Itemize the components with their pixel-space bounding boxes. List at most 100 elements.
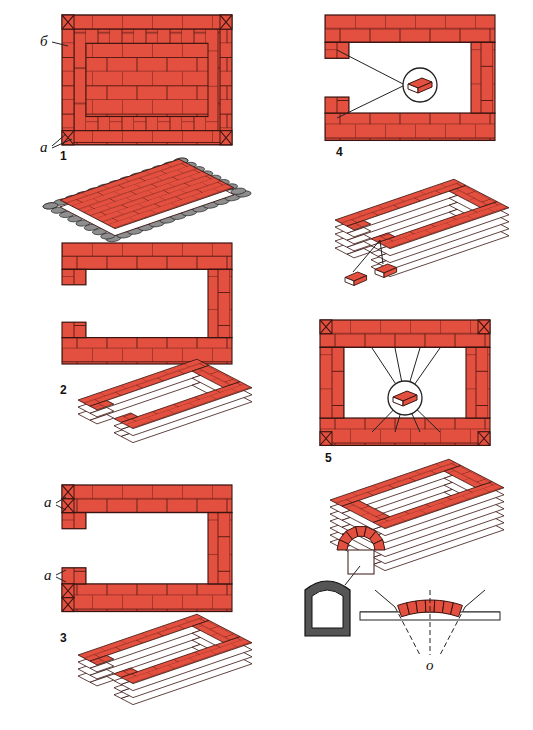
iso-view [335,179,509,276]
plan-view [62,485,232,612]
brick-wall [371,233,395,242]
brick-wall [121,382,252,429]
brick-wall [121,637,252,684]
brick-wall [208,513,232,584]
corner-brick [62,598,74,612]
inset-circle [388,381,422,415]
brick-wall [444,465,492,487]
figure-number: 3 [60,632,67,644]
arch-brick [416,600,426,613]
brick-course [335,179,509,248]
arch-brick [374,540,385,550]
brick-wall [90,676,114,685]
brick-wall [62,513,86,529]
corner-brick [62,598,74,612]
figure-number: 1 [60,150,67,162]
figure-number: 2 [60,384,67,396]
brick-wall [347,234,371,243]
plan-view [62,243,232,364]
brick-wall [347,227,371,236]
corner-brick [220,15,232,29]
slab [86,43,208,116]
brick-icon [393,397,403,406]
brick-wall [347,241,371,250]
brick-wall [90,662,114,671]
corner-brick [220,131,232,145]
brick-wall [378,209,509,256]
brick-course [78,614,252,683]
brick-wall [320,418,490,445]
callout-letter: а [44,495,52,510]
brick-wall [62,269,86,284]
figure-number: 4 [336,146,343,158]
brick-wall [342,500,390,522]
brick-wall [121,389,252,436]
brick-icon [384,268,397,278]
brick-wall [471,42,495,113]
brick-wall [208,269,232,337]
leader-line [56,497,66,582]
callout-letter: о [426,658,434,673]
figure-number: 5 [325,452,332,464]
brick-wall [62,243,232,269]
corner-brick [62,485,74,499]
plan-view [325,15,495,140]
brick-wall [347,248,371,257]
stone-base [40,157,254,243]
brick-icon [345,277,354,285]
brick-wall [114,668,138,677]
brick-wall [121,644,252,691]
brick-icon [408,78,432,93]
brick-icon [354,276,367,286]
callout-letter: а [44,568,52,583]
corner-brick [320,320,332,334]
brick-course [60,159,234,228]
brick-wall [325,113,495,140]
brick-wall [62,338,232,364]
brick-wall [90,655,114,664]
brick-wall [62,485,232,513]
brick-wall [90,407,114,416]
brick-wall [90,414,114,423]
brick-wall [62,584,232,612]
slab [60,159,234,228]
brick-course [330,459,504,528]
brick-wall [325,15,495,42]
corner-brick [320,320,332,334]
inset-circle [403,68,437,102]
corner-brick [478,432,490,446]
brick-wall [449,185,497,207]
iso-view [78,359,252,442]
callout-letter: б [40,34,48,49]
brick-wall [320,347,344,418]
plan-view [62,15,232,145]
fire-opening [348,550,374,574]
corner-brick [62,584,74,598]
corner-brick [62,499,74,513]
callout-letter: а [40,140,48,155]
leader-line [337,50,405,85]
door-frame [305,581,350,636]
brick-wall [378,202,509,249]
leader-line [337,85,405,118]
brick-wall [62,322,86,337]
brick-wall [325,97,349,113]
iso-view [78,614,252,704]
brick-icon [375,264,397,278]
brick-wall [192,365,240,387]
corner-brick [62,15,74,29]
door-frame [312,590,343,628]
iso-view [60,159,234,235]
corner-brick [320,432,332,446]
brick-wall [90,669,114,678]
brick-icon [375,269,384,277]
leader-line [380,240,383,264]
brick-course [78,359,252,428]
radius-line [375,590,485,607]
brick-wall [373,489,504,536]
brick-wall [192,620,240,642]
leader-line [52,42,72,148]
brick-wall [373,482,504,529]
